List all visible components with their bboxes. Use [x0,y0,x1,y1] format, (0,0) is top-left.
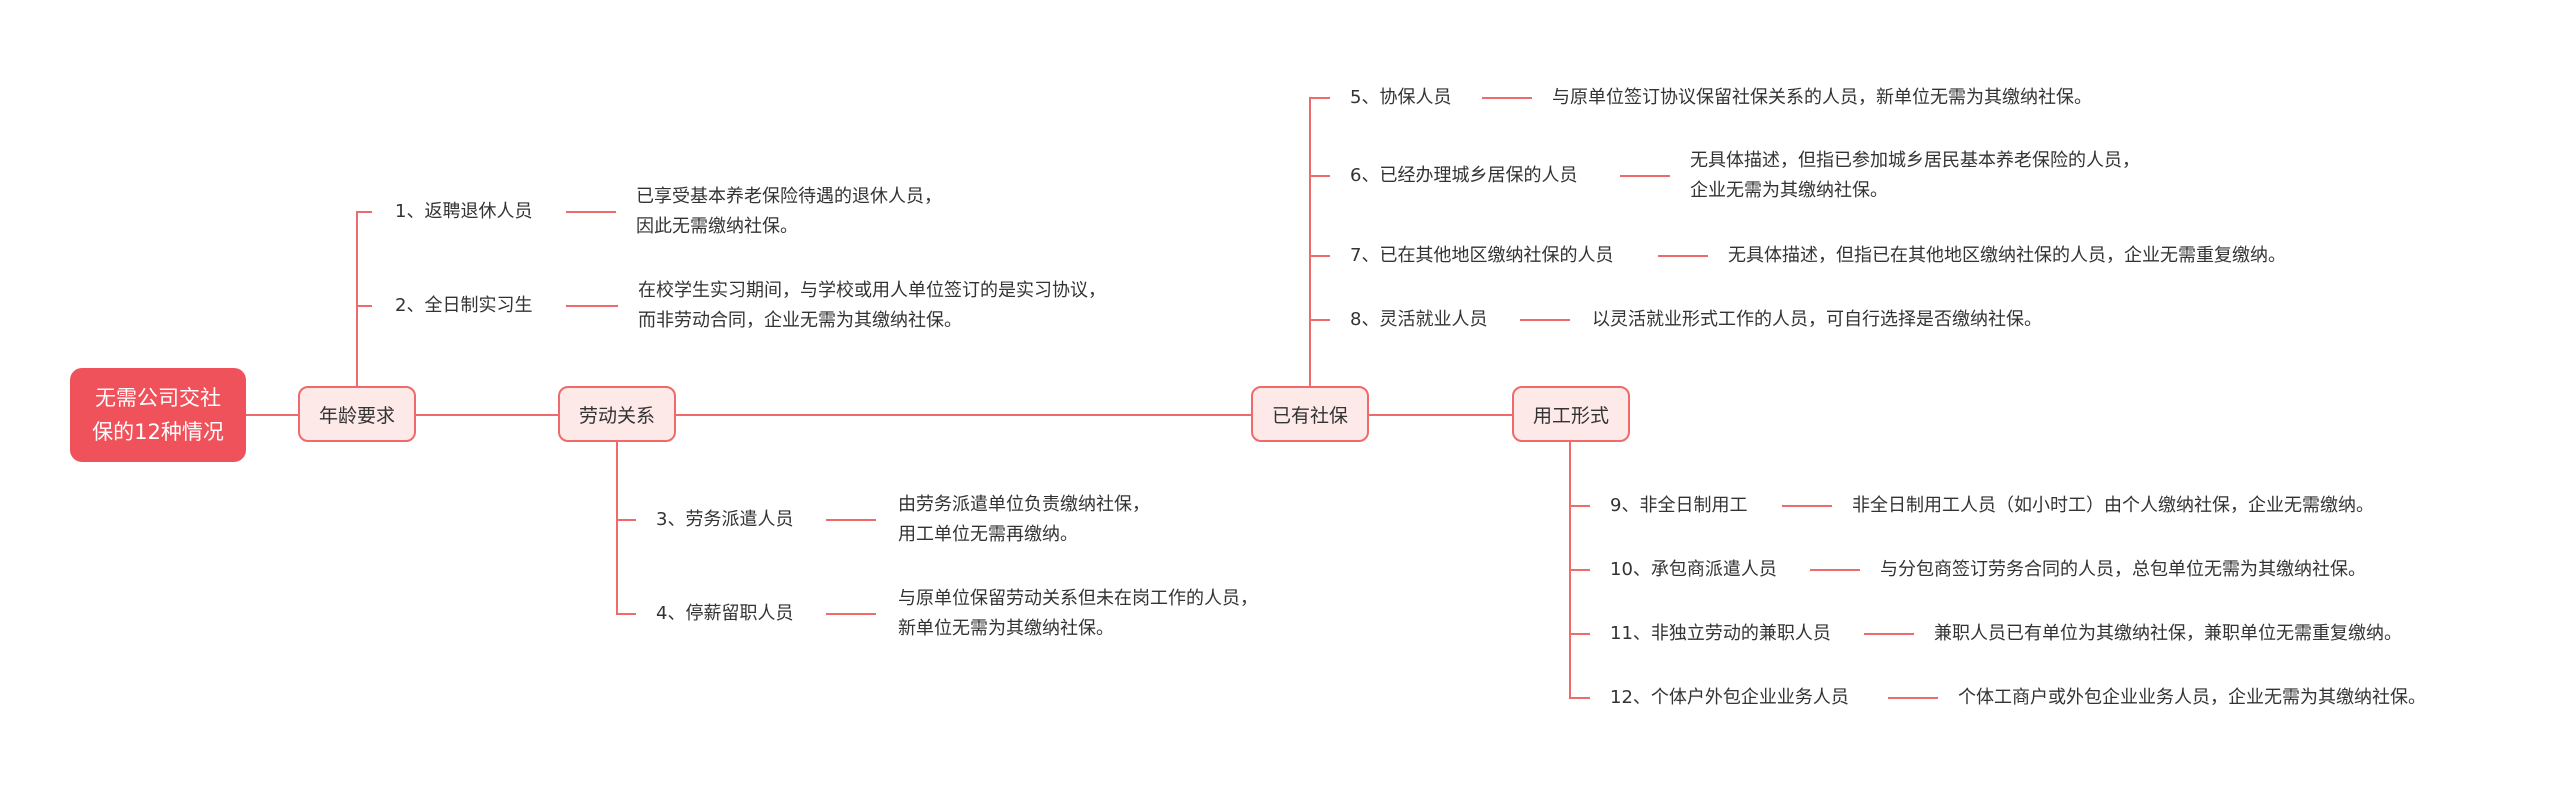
category-labor[interactable]: 劳动关系 [558,386,676,442]
case-label-9[interactable]: 9、非全日制用工 [1610,495,1748,516]
branch-employment [1569,442,1590,699]
case-desc-1: 已享受基本养老保险待遇的退休人员， 因此无需缴纳社保。 [636,186,942,237]
case-label-3[interactable]: 3、劳务派遣人员 [656,509,794,530]
case-label-4[interactable]: 4、停薪留职人员 [656,603,794,624]
case-label-11[interactable]: 11、非独立劳动的兼职人员 [1610,623,1831,644]
branch-age [356,211,372,386]
case-desc-9: 非全日制用工人员（如小时工）由个人缴纳社保，企业无需缴纳。 [1852,495,2374,516]
case-label-7[interactable]: 7、已在其他地区缴纳社保的人员 [1350,245,1614,266]
case-desc-5: 与原单位签订协议保留社保关系的人员，新单位无需为其缴纳社保。 [1552,87,2092,108]
case-label-5[interactable]: 5、协保人员 [1350,87,1452,108]
case-desc-3: 由劳务派遣单位负责缴纳社保， 用工单位无需再缴纳。 [898,494,1150,545]
case-label-6[interactable]: 6、已经办理城乡居保的人员 [1350,165,1578,186]
case-desc-12: 个体工商户或外包企业业务人员，企业无需为其缴纳社保。 [1958,687,2426,708]
case-desc-11: 兼职人员已有单位为其缴纳社保，兼职单位无需重复缴纳。 [1934,623,2402,644]
case-label-1[interactable]: 1、返聘退休人员 [395,201,533,222]
category-insured[interactable]: 已有社保 [1251,386,1369,442]
case-desc-4: 与原单位保留劳动关系但未在岗工作的人员， 新单位无需为其缴纳社保。 [898,588,1258,639]
case-desc-6: 无具体描述，但指已参加城乡居民基本养老保险的人员， 企业无需为其缴纳社保。 [1690,150,2140,201]
branch-insured [1309,97,1330,386]
case-label-10[interactable]: 10、承包商派遣人员 [1610,559,1777,580]
category-employment[interactable]: 用工形式 [1512,386,1630,442]
branch-labor [616,442,636,615]
case-label-8[interactable]: 8、灵活就业人员 [1350,309,1488,330]
case-label-12[interactable]: 12、个体户外包企业业务人员 [1610,687,1849,708]
case-desc-8: 以灵活就业形式工作的人员，可自行选择是否缴纳社保。 [1592,309,2042,330]
case-desc-2: 在校学生实习期间，与学校或用人单位签订的是实习协议， 而非劳动合同，企业无需为其… [638,280,1106,331]
case-label-2[interactable]: 2、全日制实习生 [395,295,533,316]
root-node[interactable]: 无需公司交社 保的12种情况 [70,368,246,462]
case-desc-7: 无具体描述，但指已在其他地区缴纳社保的人员，企业无需重复缴纳。 [1728,245,2286,266]
case-desc-10: 与分包商签订劳务合同的人员，总包单位无需为其缴纳社保。 [1880,559,2366,580]
category-age[interactable]: 年龄要求 [298,386,416,442]
